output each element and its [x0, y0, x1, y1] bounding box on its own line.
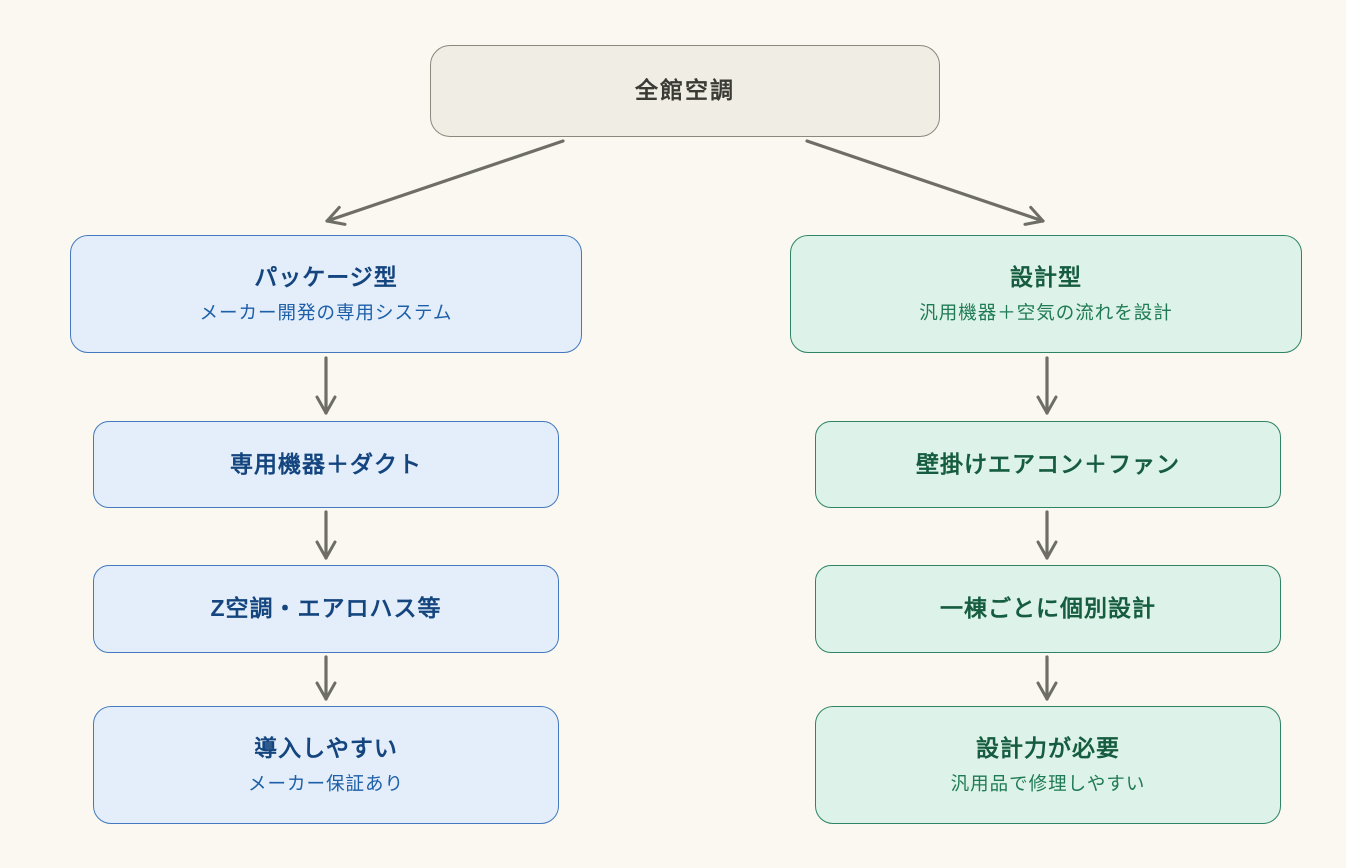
- node-design-individual: 一棟ごとに個別設計: [815, 565, 1281, 653]
- node-root-title: 全館空調: [635, 77, 735, 104]
- node-design-type: 設計型 汎用機器＋空気の流れを設計: [790, 235, 1302, 353]
- node-title: 専用機器＋ダクト: [230, 450, 422, 477]
- node-title: パッケージ型: [254, 263, 398, 290]
- node-design-equipment: 壁掛けエアコン＋ファン: [815, 421, 1281, 508]
- node-package-equipment: 専用機器＋ダクト: [93, 421, 559, 508]
- node-root: 全館空調: [430, 45, 940, 137]
- node-subtitle: メーカー開発の専用システム: [199, 302, 453, 324]
- node-package-type: パッケージ型 メーカー開発の専用システム: [70, 235, 582, 353]
- node-subtitle: 汎用品で修理しやすい: [950, 773, 1146, 795]
- arrow-root-to-design: [805, 139, 1045, 226]
- node-design-requirement: 設計力が必要 汎用品で修理しやすい: [815, 706, 1281, 824]
- node-package-merit: 導入しやすい メーカー保証あり: [93, 706, 559, 824]
- node-subtitle: メーカー保証あり: [247, 773, 404, 795]
- node-package-examples: Z空調・エアロハス等: [93, 565, 559, 653]
- arrow-root-to-package: [325, 139, 565, 226]
- node-title: 一棟ごとに個別設計: [940, 595, 1156, 622]
- node-title: 設計力が必要: [976, 734, 1120, 761]
- node-title: 導入しやすい: [254, 734, 398, 761]
- node-subtitle: 汎用機器＋空気の流れを設計: [919, 302, 1173, 324]
- node-title: 設計型: [1010, 263, 1082, 290]
- node-title: Z空調・エアロハス等: [210, 595, 442, 622]
- node-title: 壁掛けエアコン＋ファン: [916, 450, 1180, 477]
